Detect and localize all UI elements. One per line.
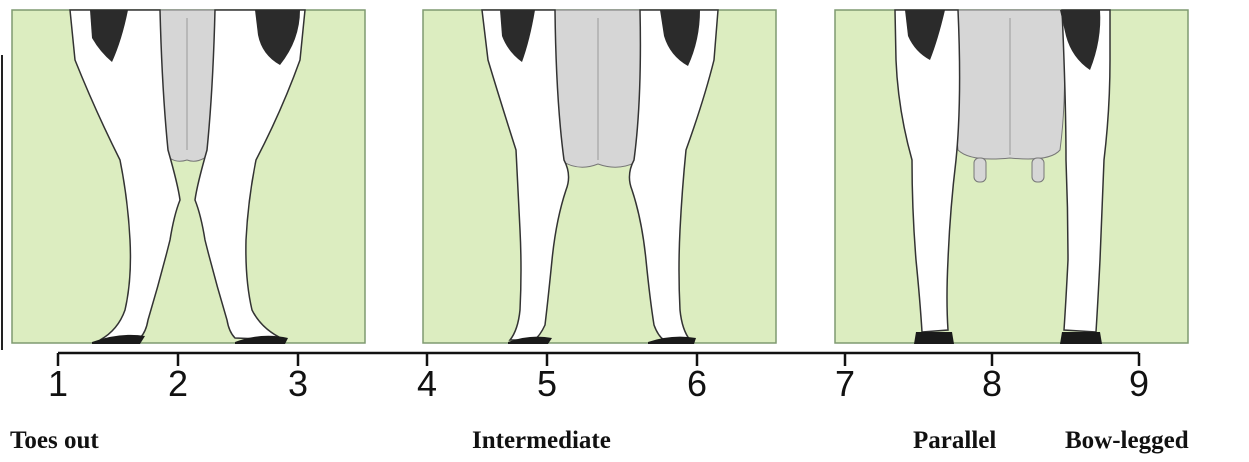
tick-label-9: 9 [1129,366,1149,402]
tick-label-8: 8 [982,366,1002,402]
panel-intermediate [423,10,776,344]
tick-label-5: 5 [537,366,557,402]
tick-label-7: 7 [835,366,855,402]
label-bow-legged: Bow-legged [1065,428,1189,453]
tick-label-1: 1 [48,366,68,402]
tick-label-2: 2 [168,366,188,402]
udder [554,10,643,167]
panel-parallel [835,10,1188,344]
scale-axis [58,353,1139,366]
label-toes-out: Toes out [10,428,99,453]
hoof-right [1060,332,1102,344]
tick-label-4: 4 [417,366,437,402]
label-parallel: Parallel [913,428,996,453]
panel-toes-out [12,10,365,344]
label-intermediate: Intermediate [472,428,611,453]
tick-label-6: 6 [687,366,707,402]
tick-label-3: 3 [288,366,308,402]
hoof-left [914,332,954,344]
teat-left [974,158,986,182]
teat-right [1032,158,1044,182]
